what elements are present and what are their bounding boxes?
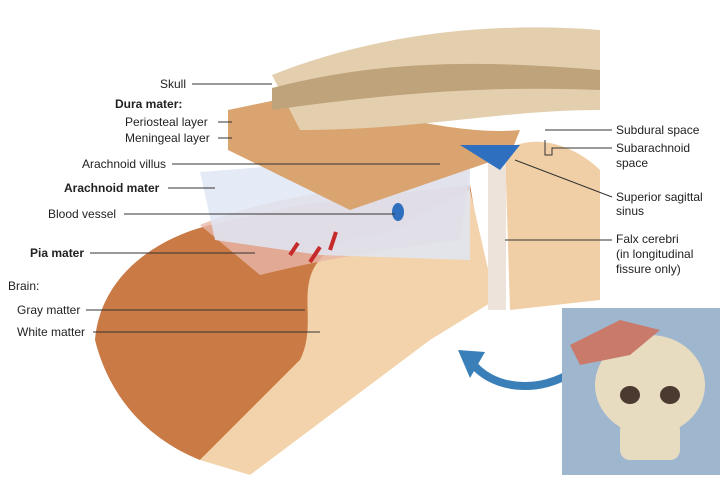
label-superior-sagittal-sinus-2: sinus [616,204,645,218]
label-pia-mater: Pia mater [30,246,85,260]
label-arachnoid-villus: Arachnoid villus [82,157,167,171]
falx-cerebri [488,150,506,310]
label-subdural-space: Subdural space [616,123,700,137]
label-dura-mater: Dura mater: [115,97,183,111]
label-falx-cerebri-1: Falx cerebri [616,232,679,246]
label-subarachnoid-space-1: Subarachnoid [616,141,691,155]
right-hemisphere [505,141,600,310]
arrow-icon [466,357,578,390]
sinus [460,145,520,170]
label-arachnoid-mater: Arachnoid mater [64,181,160,195]
label-periosteal-layer: Periosteal layer [125,115,208,129]
brain-white-matter [200,190,495,475]
label-white-matter: White matter [17,325,86,339]
label-subarachnoid-space-2: space [616,156,649,170]
label-brain: Brain: [8,279,40,293]
label-superior-sagittal-sinus-1: Superior sagittal [616,190,703,204]
label-falx-cerebri-3: fissure only) [616,262,681,276]
label-gray-matter: Gray matter [17,303,81,317]
label-falx-cerebri-2: (in longitudinal [616,247,694,261]
label-meningeal-layer: Meningeal layer [125,131,210,145]
label-skull: Skull [160,77,187,91]
label-blood-vessel: Blood vessel [48,207,117,221]
skull-spongy [272,63,600,110]
skull-inset-cranium [595,335,705,435]
